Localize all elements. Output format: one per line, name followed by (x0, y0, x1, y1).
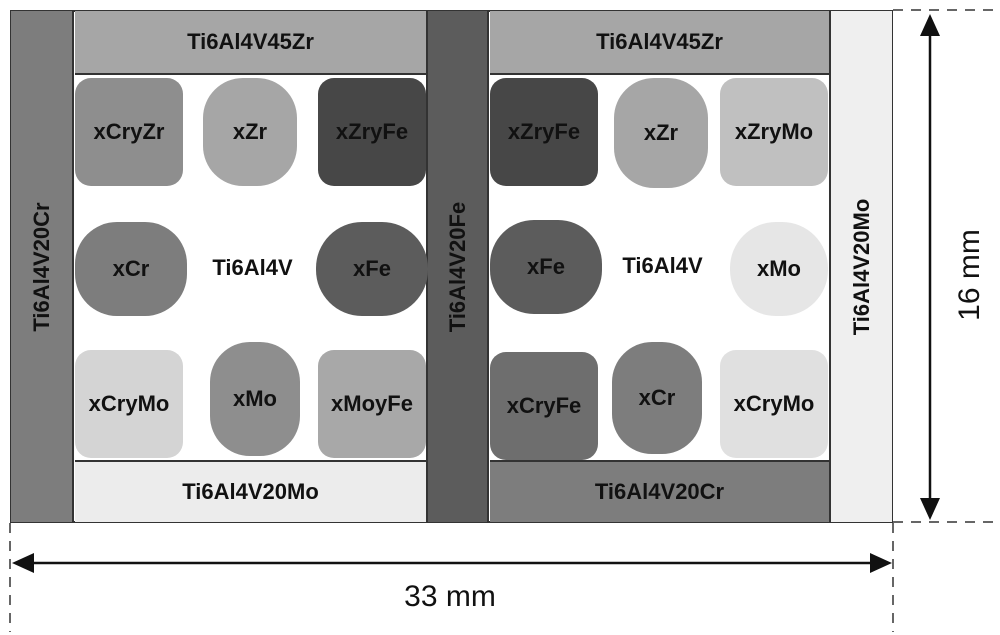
width-dimension-label: 33 mm (380, 580, 520, 620)
height-dimension-wrap: 16 mm (945, 220, 995, 330)
width-arrowhead-right (870, 553, 892, 573)
height-arrowhead-bottom (920, 498, 940, 520)
width-arrowhead-left (12, 553, 34, 573)
height-arrowhead-top (920, 14, 940, 36)
height-dimension-label: 16 mm (953, 229, 987, 321)
